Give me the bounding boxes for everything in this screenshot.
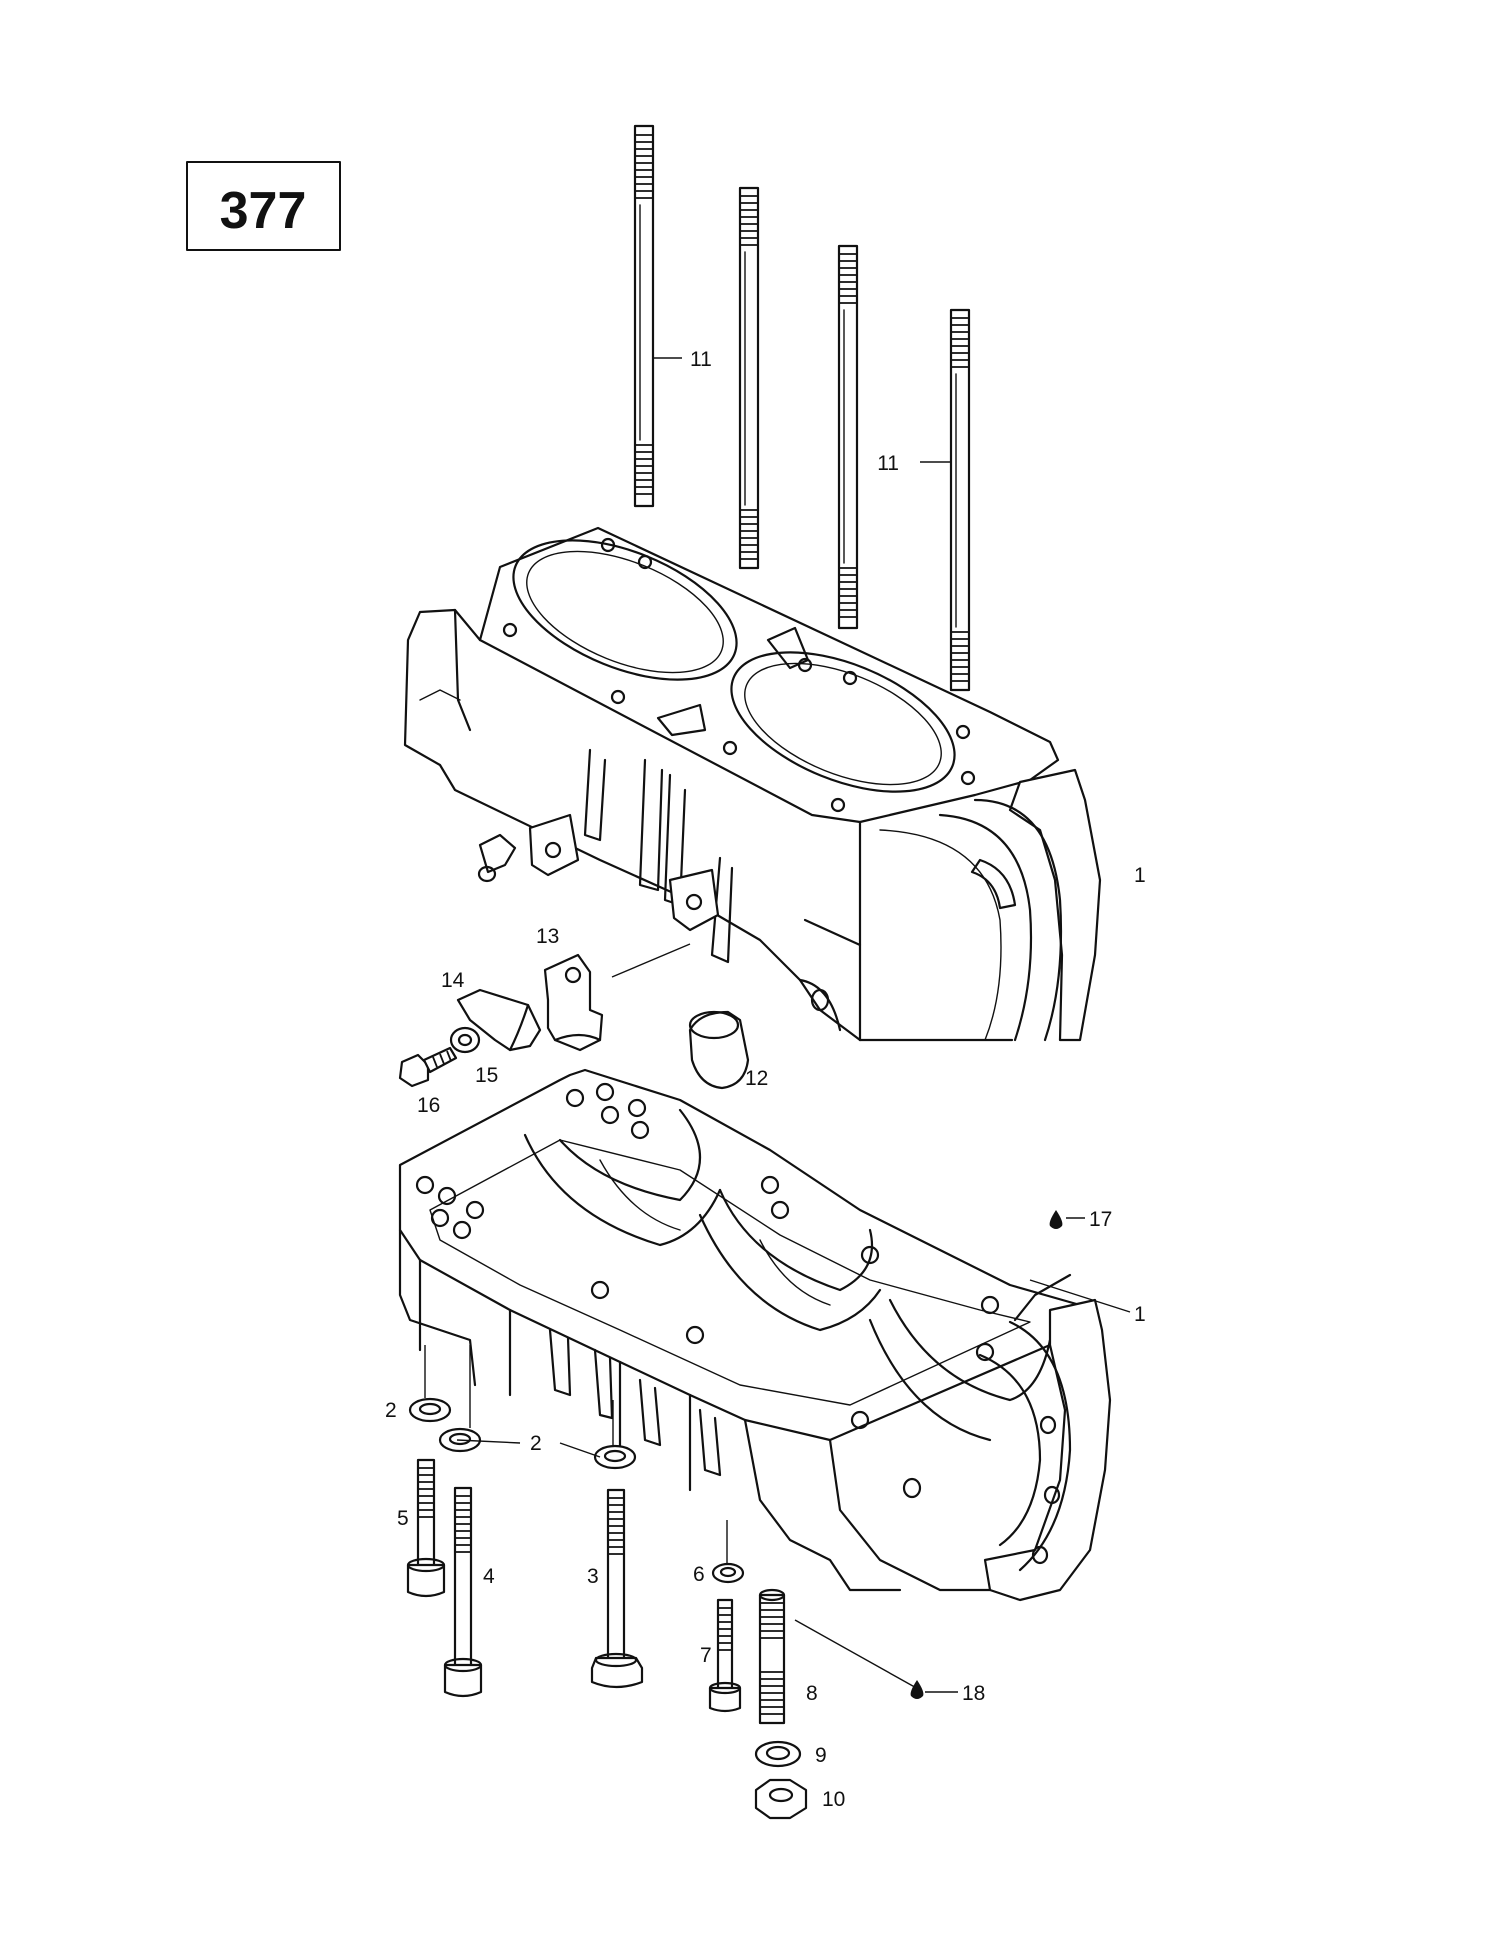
stud-2 bbox=[738, 186, 760, 570]
callout-13: 13 bbox=[536, 925, 559, 948]
plug-12 bbox=[688, 1010, 750, 1090]
callout-7: 7 bbox=[700, 1644, 712, 1667]
callout-12: 12 bbox=[745, 1067, 768, 1090]
stud-4 bbox=[949, 308, 971, 692]
callout-9: 9 bbox=[815, 1744, 827, 1767]
sealant-drop-17 bbox=[1049, 1210, 1063, 1229]
callout-1-upper: 1 bbox=[1134, 864, 1146, 887]
clamp-13 bbox=[543, 953, 604, 1052]
callout-10: 10 bbox=[822, 1788, 845, 1811]
stud-3 bbox=[837, 244, 859, 630]
cap-screw-5 bbox=[406, 1458, 446, 1598]
stud-8 bbox=[758, 1588, 786, 1725]
cap-screw-7 bbox=[708, 1598, 742, 1713]
callout-1-lower: 1 bbox=[1134, 1303, 1146, 1326]
cylinder-studs bbox=[633, 124, 971, 692]
lower-fasteners bbox=[406, 1210, 1063, 1820]
small-parts-upper bbox=[398, 953, 750, 1090]
callout-8: 8 bbox=[806, 1682, 818, 1705]
callout-2-left: 2 bbox=[385, 1399, 397, 1422]
upper-crankcase-half bbox=[403, 526, 1102, 1042]
washer-15 bbox=[449, 1026, 481, 1054]
lock-washer-2c bbox=[593, 1444, 637, 1470]
leader-lines bbox=[424, 357, 1131, 1693]
washer-6 bbox=[711, 1562, 745, 1584]
bracket-14 bbox=[456, 988, 542, 1052]
callout-4: 4 bbox=[483, 1565, 495, 1588]
callout-16: 16 bbox=[417, 1094, 440, 1117]
hex-bolt-3 bbox=[590, 1488, 644, 1689]
callout-5: 5 bbox=[397, 1507, 409, 1530]
sealant-drop-18 bbox=[910, 1680, 924, 1699]
page-number-box: 377 bbox=[186, 161, 341, 251]
callout-3: 3 bbox=[587, 1565, 599, 1588]
callout-17: 17 bbox=[1089, 1208, 1112, 1231]
callout-11-left: 11 bbox=[690, 348, 712, 371]
callout-2-mid: 2 bbox=[530, 1432, 542, 1455]
cap-screw-4 bbox=[443, 1486, 483, 1698]
hex-nut-10 bbox=[754, 1778, 808, 1820]
callout-14: 14 bbox=[441, 969, 465, 992]
callout-labels: 11 11 1 13 14 15 16 12 17 1 2 2 5 4 3 6 … bbox=[385, 348, 1146, 1811]
page-number: 377 bbox=[220, 182, 307, 240]
bolt-16 bbox=[398, 1046, 458, 1088]
stud-1 bbox=[633, 124, 655, 508]
washer-9 bbox=[754, 1740, 802, 1768]
callout-6: 6 bbox=[693, 1563, 705, 1586]
callout-18: 18 bbox=[962, 1682, 985, 1705]
callout-11-right: 11 bbox=[877, 452, 899, 475]
lock-washer-2a bbox=[408, 1397, 452, 1423]
callout-15: 15 bbox=[475, 1064, 498, 1087]
lower-crankcase-half bbox=[398, 1068, 1112, 1602]
